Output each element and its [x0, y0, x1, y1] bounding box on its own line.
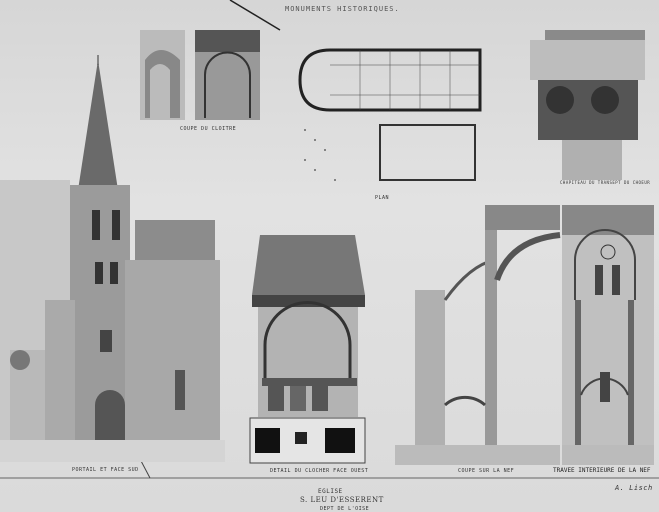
capital-label: CHAPITEAU DU TRANSEPT DU CHOEUR: [560, 180, 651, 185]
portal-label: PORTAIL ET FACE SUD: [72, 467, 139, 473]
nave-section-label: COUPE SUR LA NEF: [458, 468, 515, 474]
bell-tower-detail-label: DETAIL DU CLOCHER FACE OUEST: [270, 468, 369, 474]
nave-bay-label: TRAVEE INTERIEURE DE LA NEF: [553, 467, 651, 474]
bell-tower-detail-drawing: [249, 235, 366, 464]
crack-line: [229, 0, 281, 31]
title-line-2: S. LEU D'ESSERENT: [300, 496, 384, 504]
capital-drawing: [530, 30, 645, 180]
cloister-section-drawing: [140, 30, 260, 120]
floor-plan-drawing: [298, 48, 482, 181]
nave-bay-drawing: [562, 205, 654, 465]
nave-section-drawing: [395, 205, 561, 465]
church-exterior-drawing: [0, 55, 225, 462]
title-line-3: DEPT DE L'OISE: [320, 506, 370, 512]
plate-header: MONUMENTS HISTORIQUES.: [285, 5, 400, 13]
title-line-1: EGLISE: [318, 488, 343, 495]
cloister-label: COUPE DU CLOITRE: [180, 126, 237, 132]
plan-label: PLAN: [375, 195, 390, 201]
signature: A. Lisch: [615, 484, 653, 492]
